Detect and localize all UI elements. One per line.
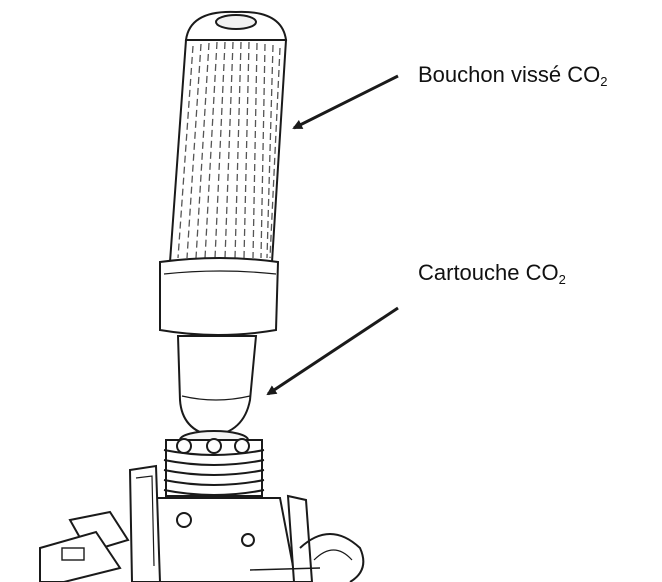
threaded-neck bbox=[163, 438, 265, 497]
callout-screw-cap-text: Bouchon vissé CO bbox=[418, 62, 601, 87]
co2-cartridge bbox=[176, 335, 258, 450]
arrow-icon bbox=[266, 306, 399, 396]
screw-cap bbox=[159, 10, 288, 336]
arrow-icon bbox=[292, 74, 399, 130]
callout-cartridge: Cartouche CO2 bbox=[418, 260, 566, 286]
callout-screw-cap-subscript: 2 bbox=[600, 74, 608, 89]
callout-cartridge-subscript: 2 bbox=[558, 272, 566, 287]
base-mechanism bbox=[39, 464, 365, 582]
callout-cartridge-text: Cartouche CO bbox=[418, 260, 559, 285]
callout-screw-cap: Bouchon vissé CO2 bbox=[418, 62, 607, 88]
